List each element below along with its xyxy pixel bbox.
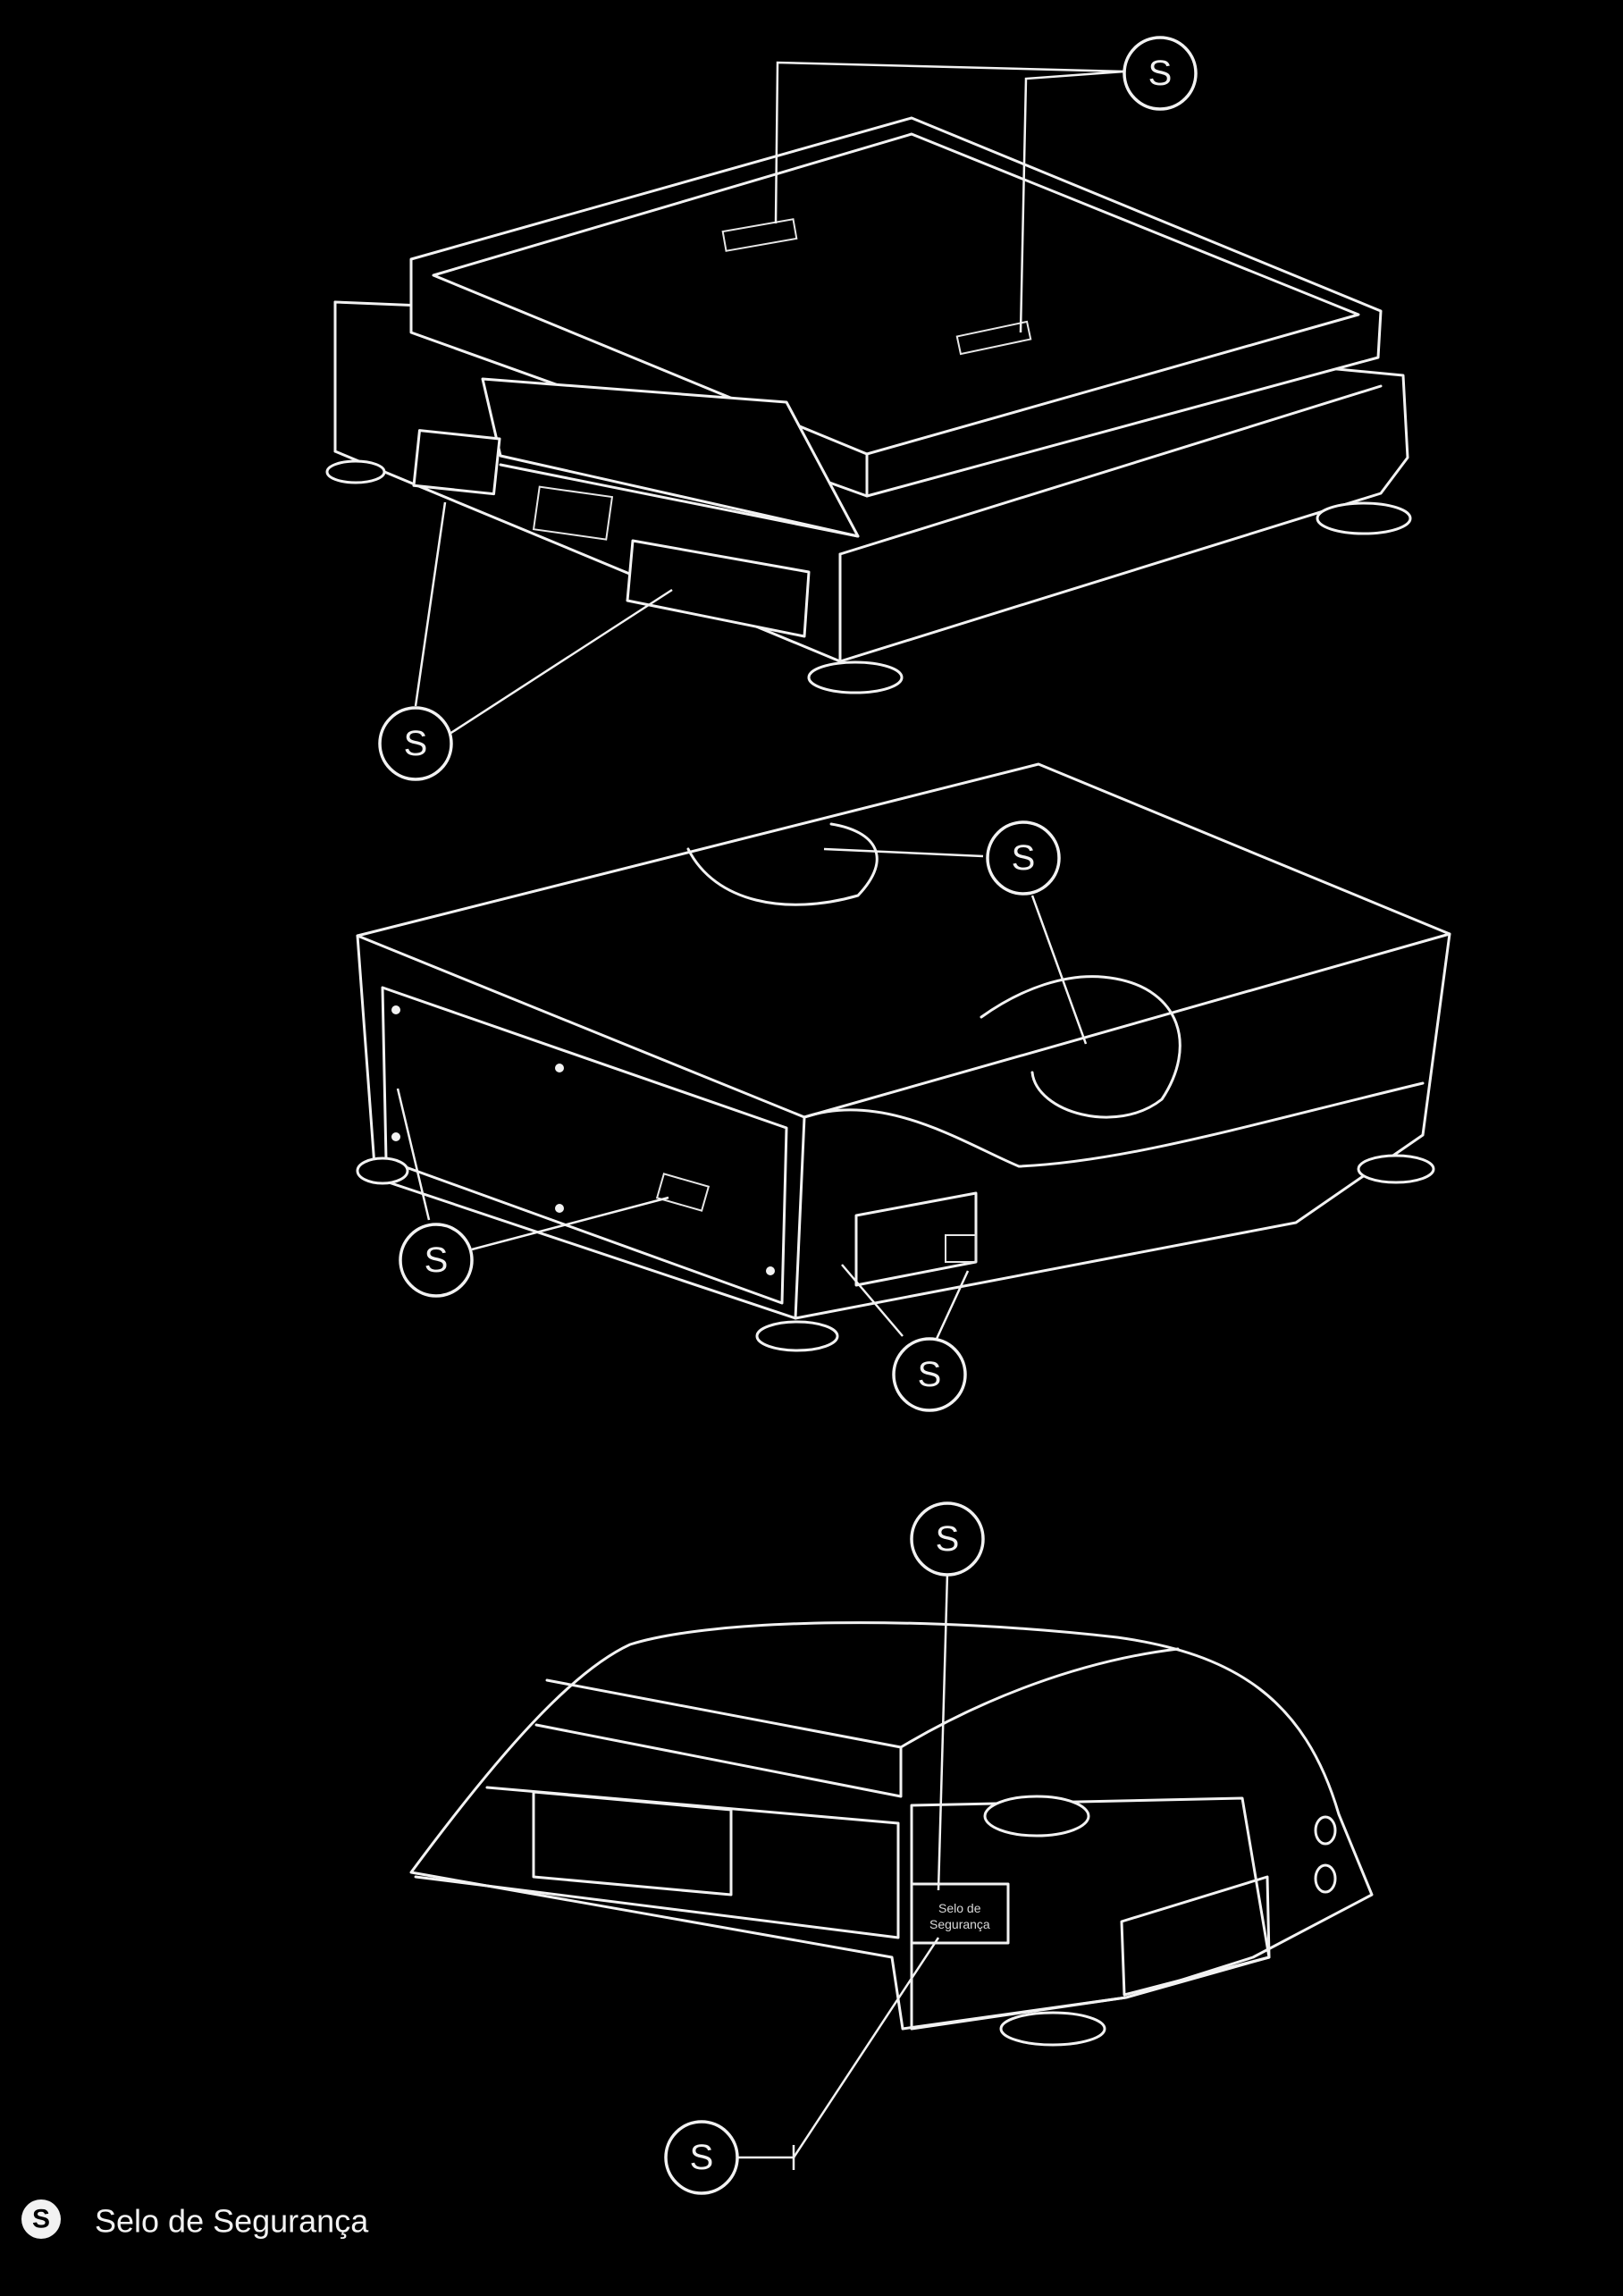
seal-plate-line2: Segurança: [929, 1917, 990, 1931]
leader-lines: [396, 61, 1125, 2170]
svg-text:S: S: [425, 1241, 449, 1280]
svg-text:S: S: [918, 1355, 942, 1394]
callout-s-3: S: [986, 820, 1061, 896]
callout-s-2: S: [378, 706, 453, 781]
callout-s-6: S: [910, 1501, 985, 1577]
callout-s-5: S: [892, 1337, 967, 1412]
scale-view-top: [325, 116, 1412, 694]
svg-text:S: S: [936, 1519, 960, 1559]
svg-text:S: S: [690, 2138, 714, 2177]
scale-view-bottom: Selo de Segurança: [409, 1621, 1374, 2047]
legend-badge: S: [21, 2199, 61, 2239]
legend-text: Selo de Segurança: [95, 2203, 369, 2240]
svg-text:S: S: [1148, 54, 1173, 93]
scale-view-middle: [356, 762, 1451, 1352]
callout-s-4: S: [399, 1223, 474, 1298]
svg-text:S: S: [32, 2205, 50, 2234]
svg-text:S: S: [1012, 838, 1036, 878]
callout-s-1: S: [1123, 36, 1198, 111]
legend: S Selo de Segurança: [21, 2199, 369, 2240]
seal-plate-line1: Selo de: [938, 1901, 981, 1915]
svg-text:S: S: [404, 724, 428, 763]
callout-s-7: S: [664, 2120, 739, 2195]
